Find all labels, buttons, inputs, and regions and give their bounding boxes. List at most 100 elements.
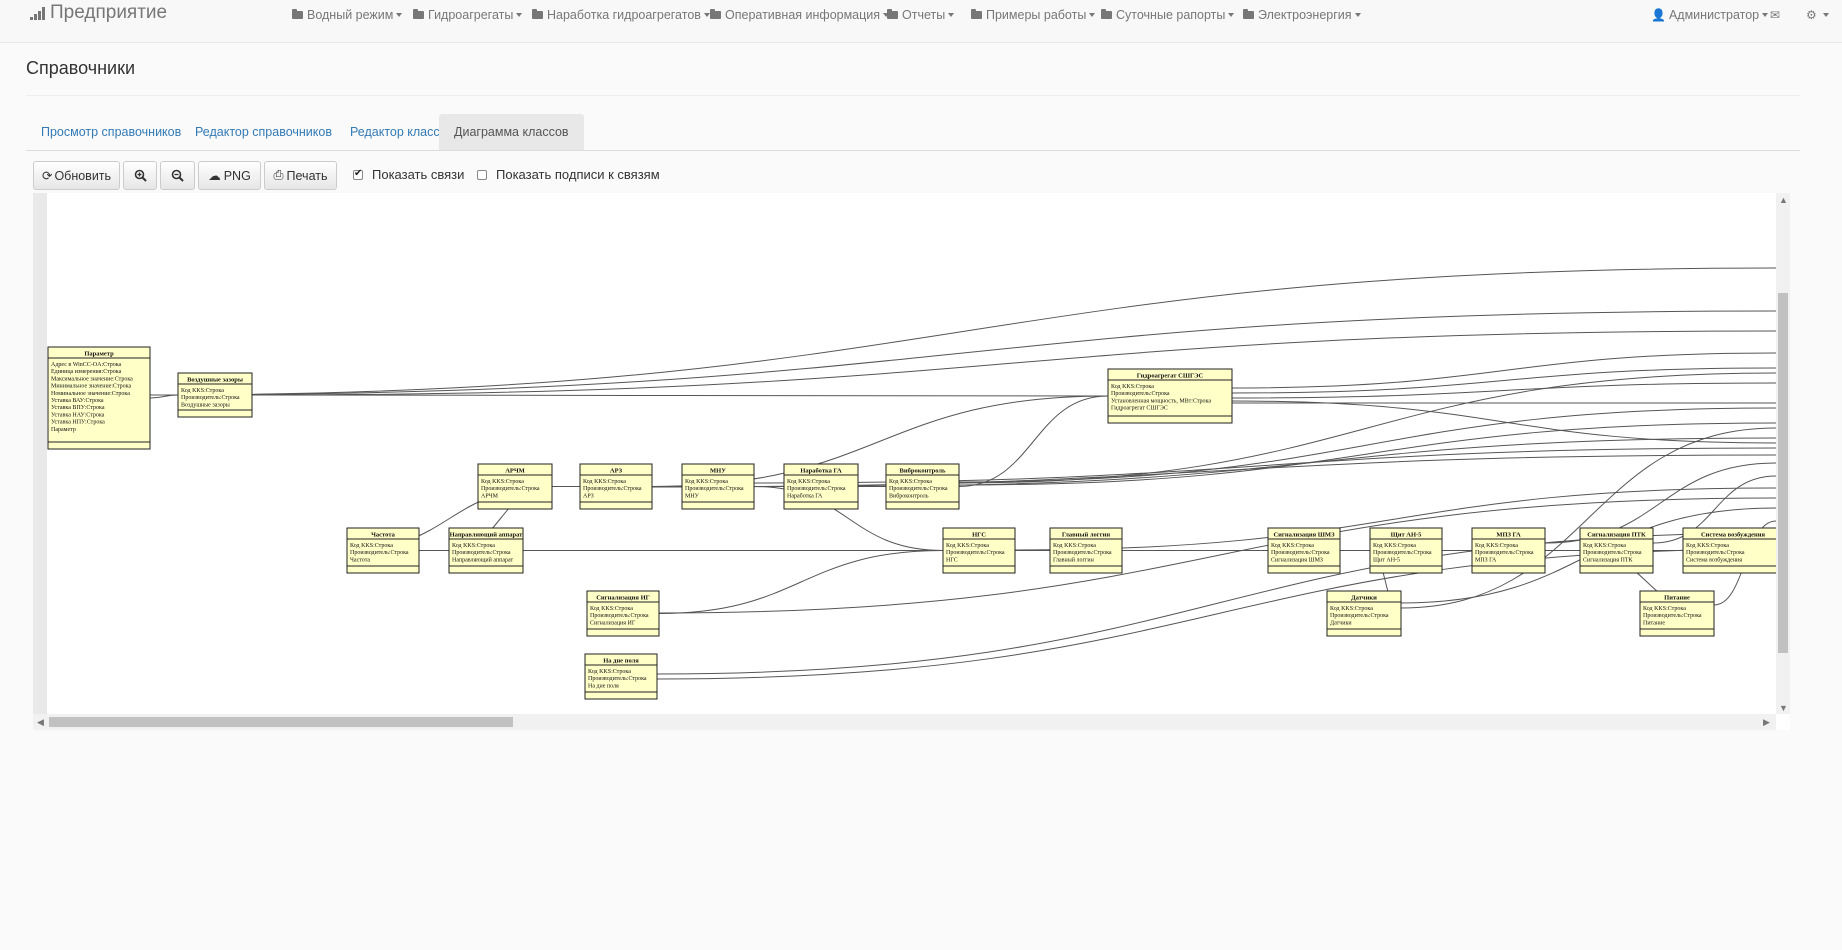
vertical-scrollbar[interactable]: ▲▼ — [1776, 193, 1790, 714]
nav-item-reports[interactable]: Отчеты — [887, 6, 955, 24]
class-field: МПЗ ГА — [1475, 557, 1497, 563]
class-field: Производитель:Строка — [1643, 613, 1702, 619]
folder-icon — [887, 9, 898, 19]
nav-item-operational-info[interactable]: Оперативная информация — [710, 6, 890, 24]
scroll-left-icon[interactable]: ◀ — [37, 717, 44, 727]
class-field: Уставка ВПУ:Строка — [51, 405, 105, 411]
class-name: Сигнализация ИГ — [596, 595, 650, 602]
class-field: Максимальное значение:Строка — [51, 376, 133, 382]
zoom-in-button[interactable] — [123, 161, 157, 190]
class-field: Код KKS:Строка — [1583, 543, 1626, 549]
caret-down-icon — [948, 13, 955, 17]
association-line — [1400, 427, 1776, 609]
class-field: Производитель:Строка — [1373, 550, 1432, 556]
nav-item-examples[interactable]: Примеры работы — [971, 6, 1096, 24]
scroll-right-icon[interactable]: ▶ — [1763, 717, 1770, 727]
association-line — [251, 330, 1776, 396]
class-field: Код KKS:Строка — [889, 479, 932, 485]
mail-button[interactable]: ✉ — [1770, 6, 1783, 24]
class-field: Воздушные зазоры — [181, 402, 230, 408]
class-box-frame — [1107, 368, 1233, 424]
scroll-down-icon[interactable]: ▼ — [1779, 703, 1788, 713]
show-link-labels-checkbox[interactable] — [477, 169, 487, 180]
scroll-up-icon[interactable]: ▲ — [1779, 195, 1788, 205]
nav-item-daily-reports[interactable]: Суточные рапорты — [1101, 6, 1235, 24]
class-field: АРЗ — [583, 493, 594, 499]
tab-class-diagram[interactable]: Диаграмма классов — [439, 114, 584, 150]
nav-item-unit-runtime[interactable]: Наработка гидроагрегатов — [532, 6, 710, 24]
print-button[interactable]: ⎙Печать — [264, 161, 337, 190]
association-line — [658, 550, 944, 614]
nav-item-electricity[interactable]: Электроэнергия — [1243, 6, 1361, 24]
class-field: Производитель:Строка — [1475, 550, 1534, 556]
class-field: Производитель:Строка — [1686, 550, 1745, 556]
association-line — [1231, 352, 1776, 389]
export-png-button[interactable]: ☁PNG — [198, 161, 261, 190]
brand[interactable]: Предприятие — [30, 0, 167, 26]
class-field: Гидроагрегат СШГЭС — [1111, 406, 1168, 412]
class-field: Производитель:Строка — [588, 676, 647, 682]
class-field: Код KKS:Строка — [481, 479, 524, 485]
tab-directory-editor[interactable]: Редактор справочников — [195, 125, 332, 139]
class-name: Щит АН-5 — [1391, 532, 1423, 539]
user-menu[interactable]: 👤Администратор — [1651, 6, 1769, 24]
class-name: Гидроагрегат СШГЭС — [1137, 373, 1204, 380]
association-line — [958, 422, 1776, 486]
nav-item-water-mode[interactable]: Водный режим — [292, 6, 403, 24]
association-line — [658, 497, 1776, 614]
class-field: Минимальное значение:Строка — [51, 384, 131, 390]
show-links-toggle[interactable]: Показать связи — [353, 167, 464, 182]
class-field: Производитель:Строка — [350, 550, 409, 556]
folder-icon — [413, 9, 424, 19]
settings-menu[interactable]: ⚙ — [1806, 6, 1829, 24]
class-field: Код KKS:Строка — [1373, 543, 1416, 549]
show-link-labels-toggle[interactable]: Показать подписи к связям — [477, 167, 660, 182]
nav-item-hydro-units[interactable]: Гидроагрегаты — [413, 6, 523, 24]
class-field: Производитель:Строка — [1330, 613, 1389, 619]
zoom-out-icon — [171, 169, 184, 182]
refresh-button[interactable]: ⟳Обновить — [33, 161, 120, 190]
show-links-checkbox[interactable] — [353, 168, 363, 180]
divider — [26, 95, 1800, 96]
class-field: Производитель:Строка — [1271, 550, 1330, 556]
class-field: Параметр — [51, 427, 76, 433]
nav-item-label: Гидроагрегаты — [428, 8, 514, 22]
horizontal-scroll-thumb[interactable] — [49, 717, 513, 727]
class-name: НГС — [972, 532, 986, 539]
class-name: МПЗ ГА — [1496, 532, 1521, 539]
class-field: Уставка НАУ:Строка — [51, 412, 105, 418]
vertical-scroll-thumb[interactable] — [1778, 293, 1788, 653]
horizontal-scrollbar[interactable]: ◀▶ — [33, 714, 1776, 730]
class-field: Код KKS:Строка — [1111, 384, 1154, 390]
tab-class-editor[interactable]: Редактор классов — [350, 125, 454, 139]
class-name: Система возбуждения — [1701, 532, 1766, 539]
class-name: МНУ — [710, 468, 726, 475]
association-line — [149, 267, 1776, 396]
caret-down-icon — [516, 13, 523, 17]
class-name: Датчики — [1351, 595, 1377, 602]
zoom-out-button[interactable] — [160, 161, 195, 190]
tab-view-directories[interactable]: Просмотр справочников — [41, 125, 182, 139]
